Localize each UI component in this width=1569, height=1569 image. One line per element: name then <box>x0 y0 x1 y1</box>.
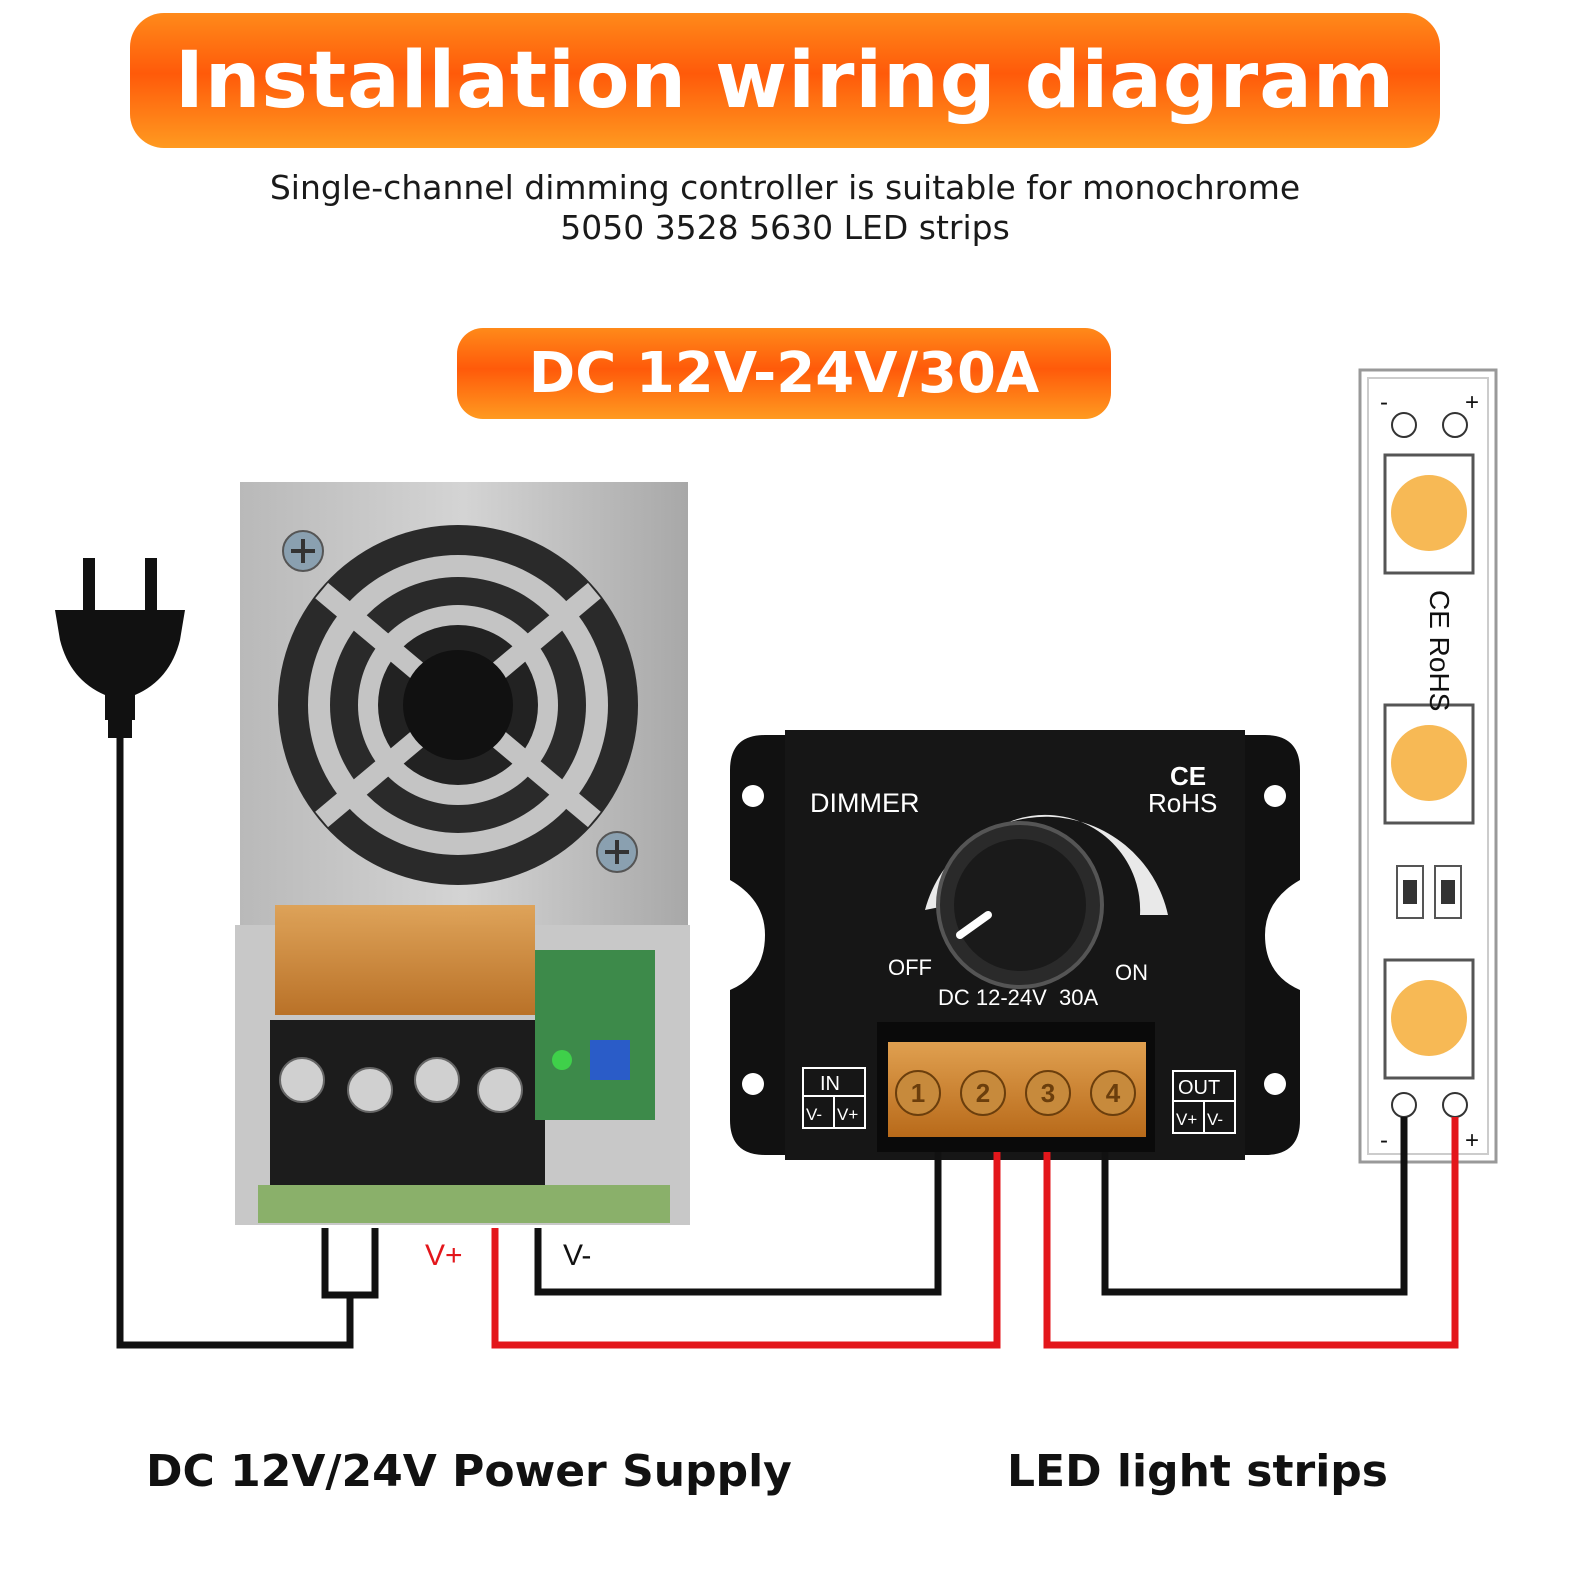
dimmer-in-pin-2: V+ <box>837 1105 858 1124</box>
mains-wire-loop <box>321 1228 379 1299</box>
led-plus-wire <box>1043 1117 1459 1349</box>
subtitle-line-2: 5050 3528 5630 LED strips <box>560 208 1010 247</box>
led-chip <box>1383 453 1475 575</box>
dimmer-off-label: OFF <box>888 955 932 980</box>
dimmer-rohs-mark: RoHS <box>1148 788 1217 818</box>
dimmer-in-label: IN <box>820 1073 840 1095</box>
dimmer-out-pin-1: V+ <box>1176 1110 1197 1129</box>
led-strip-label: LED light strips <box>1007 1446 1388 1497</box>
page-title: Installation wiring diagram <box>174 35 1396 126</box>
terminal-number: 2 <box>976 1078 990 1108</box>
terminal-number: 4 <box>1106 1078 1121 1108</box>
power-v-minus-label: V- <box>563 1239 591 1272</box>
wires <box>116 738 1459 1349</box>
led-chip <box>1383 703 1475 825</box>
title-banner: Installation wiring diagram <box>130 13 1440 148</box>
voltage-badge-text: DC 12V-24V/30A <box>528 341 1040 406</box>
terminal-number: 1 <box>911 1078 925 1108</box>
power-supply-label: DC 12V/24V Power Supply <box>146 1446 792 1497</box>
led-strip-cert: CE RoHS <box>1424 590 1455 711</box>
fan-grill-icon <box>278 525 638 885</box>
led-minus-wire <box>1101 1117 1408 1296</box>
subtitle-line-1: Single-channel dimming controller is sui… <box>269 168 1301 207</box>
dimmer-brand: DIMMER <box>810 788 920 818</box>
led-strip-minus-bottom: - <box>1380 1127 1388 1154</box>
dimmer-ce-mark: CE <box>1170 761 1206 791</box>
led-strip-plus-top: + <box>1465 389 1479 416</box>
power-supply <box>235 482 690 1225</box>
power-v-minus-wire <box>534 1152 942 1296</box>
dimmer-rating: DC 12-24V 30A <box>938 985 1099 1010</box>
voltage-badge: DC 12V-24V/30A <box>457 328 1111 419</box>
mains-wire <box>116 738 354 1349</box>
screw-icon <box>282 530 638 873</box>
plug-icon <box>55 558 185 738</box>
knob-icon[interactable] <box>936 821 1104 989</box>
power-v-plus-label: V+ <box>425 1239 463 1272</box>
dimmer-controller: DIMMER CE RoHS OFF ON DC 12-24V 30A IN V… <box>730 730 1300 1160</box>
led-strip-plus-bottom: + <box>1465 1127 1479 1154</box>
terminal-number: 3 <box>1041 1078 1055 1108</box>
led-strip-minus-top: - <box>1380 389 1388 416</box>
dimmer-out-label: OUT <box>1178 1077 1220 1099</box>
dimmer-out-pin-2: V- <box>1207 1110 1223 1129</box>
power-v-plus-wire <box>491 1152 1001 1349</box>
dimmer-in-pin-1: V- <box>806 1105 822 1124</box>
led-strip: CE RoHS - + - + <box>1358 368 1498 1164</box>
dimmer-on-label: ON <box>1115 960 1148 985</box>
led-chip <box>1383 958 1475 1080</box>
